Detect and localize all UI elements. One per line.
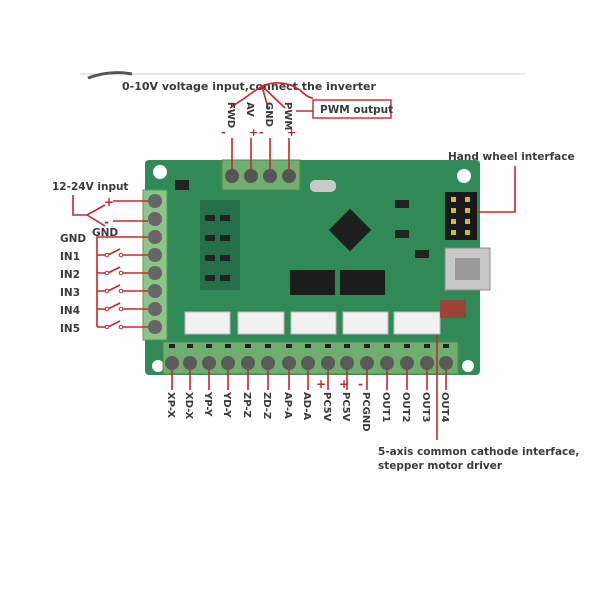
power-plus-sign: + (104, 195, 114, 209)
input-label: GND (60, 233, 86, 245)
terminal-sign: + (339, 377, 349, 391)
terminal-slot (404, 344, 410, 348)
terminal-slot (424, 344, 430, 348)
terminal-slot (384, 344, 390, 348)
terminal-screw (183, 356, 197, 370)
terminal-slot (286, 344, 292, 348)
terminal-label: OUT4 (439, 392, 450, 422)
power-minus-sign: - (104, 215, 109, 229)
pwm-output-label: PWM output (320, 104, 393, 116)
top-pin-label: PWM (282, 102, 293, 130)
terminal-screw (202, 356, 216, 370)
terminal-label: AP-A (282, 392, 293, 419)
terminal-label: ZD-Z (261, 392, 272, 419)
terminal-screw (221, 356, 235, 370)
pin-sign: - (221, 126, 226, 139)
bottom-terminal-block (162, 341, 459, 375)
terminal-label: PC5V (340, 392, 351, 422)
input-label: IN3 (60, 287, 80, 299)
top-pin-label: AV (244, 102, 255, 117)
caption-line-1: 5-axis common cathode interface, (378, 446, 579, 458)
terminal-slot (364, 344, 370, 348)
terminal-slot (305, 344, 311, 348)
terminal-screw (241, 356, 255, 370)
input-label: IN5 (60, 323, 80, 335)
left-terminal-block (142, 189, 168, 341)
driver-chip (290, 270, 335, 295)
terminal-label: YP-Y (202, 391, 213, 417)
pcb-board (145, 160, 491, 375)
pwm-output-box (312, 99, 392, 119)
hand-wheel-header (445, 192, 477, 240)
terminal-slot (225, 344, 231, 348)
terminal-screw (301, 356, 315, 370)
terminal-label: OUT2 (400, 392, 411, 422)
terminal-screw (340, 356, 354, 370)
terminal-screw (321, 356, 335, 370)
terminal-screw (380, 356, 394, 370)
terminal-sign: + (316, 377, 326, 391)
terminal-screw (439, 356, 453, 370)
terminal-slot (245, 344, 251, 348)
terminal-label: XP-X (165, 392, 176, 418)
smudge (87, 71, 133, 80)
terminal-slot (325, 344, 331, 348)
terminal-screw (360, 356, 374, 370)
terminal-screw (261, 356, 275, 370)
input-label: IN2 (60, 269, 80, 281)
terminal-label: XD-X (183, 392, 194, 420)
input-label: IN1 (60, 251, 80, 263)
pin-sign: + (287, 126, 296, 139)
terminal-screw (420, 356, 434, 370)
motor-connectors (184, 311, 441, 335)
terminal-label: PC5V (321, 392, 332, 422)
terminal-slot (206, 344, 212, 348)
terminal-label: ZP-Z (241, 392, 252, 418)
terminal-label: OUT1 (380, 392, 391, 422)
driver-chip (340, 270, 385, 295)
top-pin-label: FWD (225, 102, 236, 128)
terminal-label: YD-Y (221, 391, 232, 418)
terminal-slot (265, 344, 271, 348)
top-pin-label: GND (263, 102, 274, 127)
terminal-screw (165, 356, 179, 370)
terminal-sign: - (358, 377, 363, 391)
input-label: IN4 (60, 305, 80, 317)
terminal-slot (344, 344, 350, 348)
hand-wheel-label: Hand wheel interface (448, 151, 575, 163)
top-terminal-block (221, 159, 301, 191)
caption-line-2: stepper motor driver (378, 460, 503, 472)
mcu-chip (328, 208, 372, 252)
terminal-slot (443, 344, 449, 348)
crystal (310, 180, 336, 192)
inverter-input-title: 0-10V voltage input,connect the inverter (122, 80, 377, 93)
pin-sign: - (259, 126, 264, 139)
terminal-screw (400, 356, 414, 370)
terminal-screw (282, 356, 296, 370)
terminal-label: PCGND (360, 392, 371, 432)
terminal-label: OUT3 (420, 392, 431, 422)
terminal-slot (187, 344, 193, 348)
gnd-small-label: GND (92, 227, 118, 239)
pin-sign: + (249, 126, 258, 139)
terminal-slot (169, 344, 175, 348)
terminal-label: AD-A (301, 392, 312, 420)
power-input-label: 12-24V input (52, 181, 128, 193)
